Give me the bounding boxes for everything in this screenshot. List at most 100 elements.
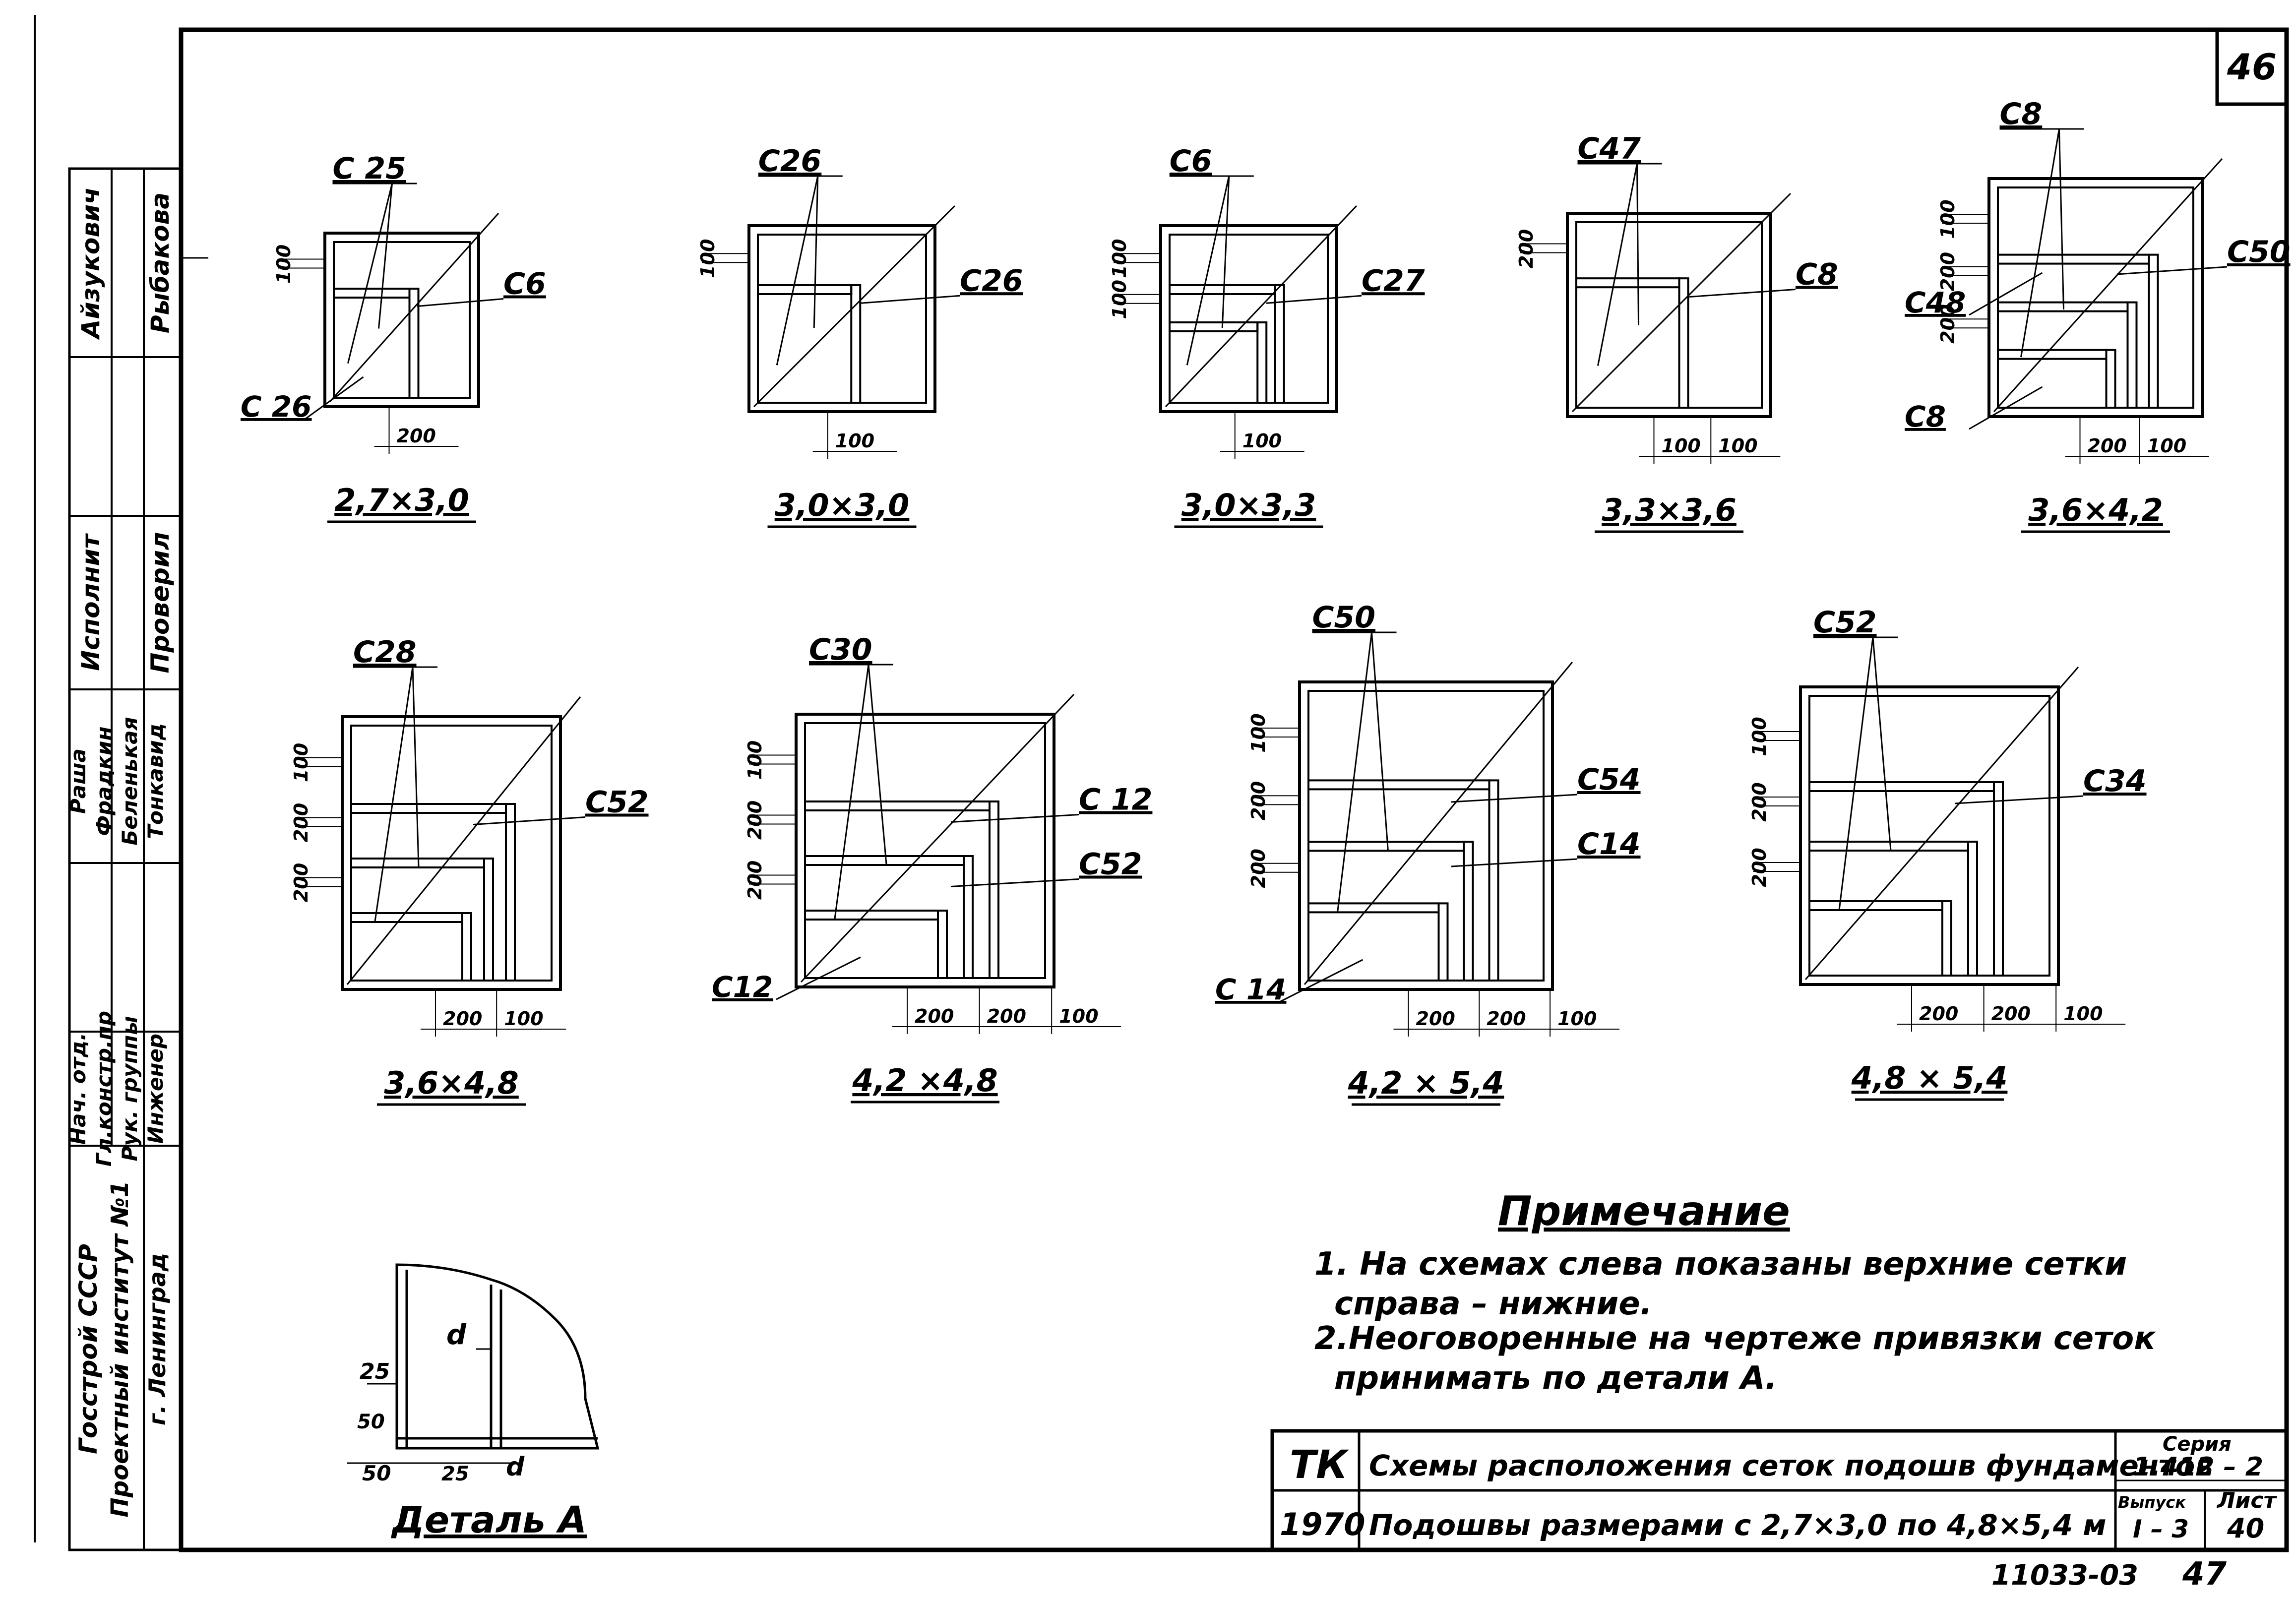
scheme-8-left-dim: 100 — [1247, 713, 1269, 752]
scheme-8-bottom-dim: 200 — [1416, 1008, 1455, 1030]
note-line-1: 1. На схемах слева показаны верхние сетк… — [1314, 1246, 2127, 1283]
scheme-9-bottom-dim: 100 — [2063, 1003, 2103, 1025]
scheme-3-left-dim: 100 — [1109, 239, 1130, 278]
scheme-4-top-label: С47 — [1578, 131, 1641, 166]
scheme-7-size-caption: 4,2 ×4,8 — [852, 1062, 997, 1099]
title-block-title-2: Подошвы размерами с 2,7×3,0 по 4,8×5,4 м — [1369, 1508, 2107, 1542]
scheme-9-bottom-dim: 200 — [1991, 1003, 2031, 1025]
stamp-role-3: Инженер — [143, 1034, 168, 1144]
stamp-name-2: Беленькая — [118, 717, 142, 845]
scheme-6-left-dim: 200 — [290, 863, 312, 902]
scheme-6-left-dim: 200 — [290, 803, 312, 842]
note-line-3: 2.Неоговоренные на чертеже привязки сето… — [1314, 1320, 2156, 1357]
scheme-5-right-label: С50 — [2227, 235, 2291, 269]
scheme-4-left-dim: 200 — [1515, 229, 1537, 268]
performed-label: Исполнит — [76, 533, 105, 671]
scheme-1-left-label: С 26 — [241, 390, 311, 424]
scheme-6-bottom-dim: 200 — [443, 1008, 482, 1030]
scheme-8-left-label: С 14 — [1215, 973, 1286, 1006]
scheme-2-size-caption: 3,0×3,0 — [775, 487, 910, 523]
scheme-8-right-label: С54 — [1577, 762, 1641, 797]
scheme-8-right-label: С14 — [1577, 827, 1641, 861]
scheme-5-left-dim: 200 — [1937, 305, 1959, 344]
note-line-4: принимать по детали А. — [1334, 1360, 1777, 1397]
org-ministry: Госстрой СССР — [74, 1244, 103, 1454]
scheme-7-left-dim: 200 — [744, 861, 766, 900]
scheme-4-bottom-dim: 100 — [1718, 435, 1757, 457]
scheme-5-size-caption: 3,6×4,2 — [2028, 492, 2163, 528]
scheme-7-bottom-dim: 200 — [915, 1005, 954, 1027]
scheme-5-left-dim: 200 — [1937, 252, 1959, 291]
detail-a: d 25 50 50 25 d Деталь А — [347, 1263, 600, 1541]
scheme-3-left-dim: 100 — [1109, 280, 1130, 319]
stamp-role-0: Нач. отд. — [66, 1033, 90, 1145]
title-block-tk: ТК — [1290, 1443, 1349, 1487]
detail-label-d-bottom: d — [506, 1452, 525, 1482]
note-line-2: справа – нижние. — [1334, 1286, 1652, 1322]
archive-code: 11033-03 — [1991, 1559, 2138, 1592]
stamp-role-1: Гл.констр.пр — [92, 1011, 116, 1167]
stamp-name-3: Тонкавид — [143, 723, 168, 839]
note-title: Примечание — [1498, 1188, 1790, 1235]
title-block: ТК 1970 Схемы расположения сеток подошв … — [1270, 1429, 2289, 1552]
corner-number: 46 — [2227, 46, 2277, 88]
detail-title: Деталь А — [391, 1499, 587, 1541]
scheme-9-left-dim: 200 — [1748, 782, 1770, 821]
scheme-4-right-label: С8 — [1796, 257, 1838, 292]
scheme-2-bottom-dim: 100 — [835, 430, 874, 452]
detail-label-dim-50-bottom: 50 — [362, 1461, 391, 1485]
scheme-8-left-dim: 200 — [1247, 849, 1269, 888]
note-block: Примечание 1. На схемах слева показаны в… — [1314, 1188, 2156, 1397]
scheme-7-top-label: С30 — [809, 632, 872, 667]
scheme-5-left-label: С48 — [1905, 286, 1966, 319]
scheme-6-size-caption: 3,6×4,8 — [384, 1065, 519, 1101]
scheme-1-left-dim: 100 — [273, 245, 295, 284]
scheme-1-right-label: С6 — [503, 267, 546, 302]
stamp-role-2: Рук. группы — [118, 1016, 142, 1162]
scheme-3-bottom-dim: 100 — [1242, 430, 1282, 452]
scheme-9-bottom-dim: 200 — [1919, 1003, 1958, 1025]
scheme-5-left-dim: 100 — [1937, 199, 1959, 239]
series-label: Серия — [2163, 1433, 2232, 1456]
sheet-value: 40 — [2227, 1513, 2264, 1544]
detail-label-d-top: d — [446, 1319, 467, 1351]
sheet-label: Лист — [2216, 1488, 2277, 1513]
scheme-8-bottom-dim: 100 — [1557, 1008, 1597, 1030]
corner-number-box — [2215, 28, 2289, 106]
scheme-6-bottom-dim: 100 — [504, 1008, 543, 1030]
scheme-2-top-label: С26 — [758, 144, 822, 179]
detail-label-dim-25-bottom: 25 — [441, 1463, 469, 1485]
stamp-name-1: Фрадкин — [92, 727, 116, 836]
scheme-6-top-label: С28 — [353, 635, 417, 670]
scheme-8-size-caption: 4,2 × 5,4 — [1348, 1065, 1504, 1101]
scheme-1-top-label: С 25 — [333, 151, 406, 186]
scheme-9-top-label: С52 — [1813, 605, 1877, 640]
scheme-8-left-dim: 200 — [1247, 781, 1269, 820]
scheme-5-bottom-dim: 100 — [2147, 435, 2186, 457]
scheme-2-right-label: С26 — [960, 263, 1023, 298]
scheme-8-top-label: С50 — [1312, 600, 1376, 635]
title-block-title-1: Схемы расположения сеток подошв фундамен… — [1369, 1449, 2213, 1482]
performed-name: Айзукович — [76, 187, 105, 341]
scheme-9-size-caption: 4,8 × 5,4 — [1851, 1060, 2008, 1096]
scheme-5-bottom-dim: 200 — [2088, 435, 2127, 457]
scheme-9-left-dim: 100 — [1748, 717, 1770, 756]
scheme-7-right-label: С 12 — [1079, 783, 1152, 817]
org-city: г. Ленинград — [144, 1253, 171, 1425]
scheme-2-left-dim: 100 — [697, 239, 719, 278]
checked-name: Рыбакова — [146, 192, 175, 333]
page-number: 47 — [2182, 1556, 2227, 1593]
scheme-7-left-dim: 200 — [744, 800, 766, 840]
scheme-4-bottom-dim: 100 — [1662, 435, 1701, 457]
detail-label-dim-25: 25 — [360, 1359, 390, 1384]
left-stamp — [34, 15, 208, 1551]
